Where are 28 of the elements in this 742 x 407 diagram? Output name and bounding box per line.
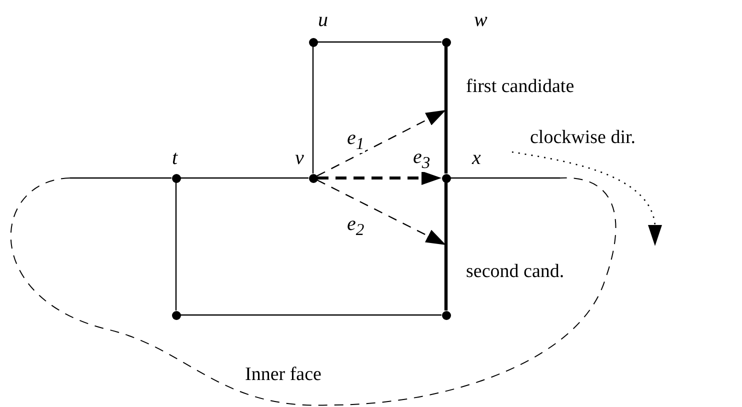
vertex-label: u <box>318 10 328 30</box>
vertex-dot <box>172 174 180 182</box>
vertex-dot <box>308 38 318 46</box>
vertex-dot <box>442 38 450 46</box>
graph-edge <box>450 177 560 179</box>
graph-edge <box>180 177 308 179</box>
vertex-label: w <box>474 10 488 30</box>
vertex-dot <box>172 310 180 320</box>
graph-edge <box>312 46 314 174</box>
arrow <box>316 179 446 246</box>
graph-edge <box>175 182 177 310</box>
annotation-text: Inner face <box>245 365 322 384</box>
graph-edge <box>180 314 442 316</box>
annotation-text: clockwise dir. <box>530 128 636 147</box>
graph-edge <box>318 41 442 43</box>
vertex-label: v <box>295 148 304 168</box>
vertex-label: x <box>472 148 481 168</box>
vertex-dot <box>442 174 450 182</box>
annotation-text: second cand. <box>466 262 564 281</box>
vertex-dot <box>308 174 318 182</box>
vertex-label: t <box>172 148 178 168</box>
arrow <box>316 109 446 176</box>
arrow <box>318 171 442 185</box>
vertex-dot <box>442 310 450 320</box>
graph-edge <box>70 177 172 179</box>
annotation-text: first candidate <box>466 77 574 96</box>
graph-edge <box>444 182 448 310</box>
graph-edge <box>444 46 448 174</box>
